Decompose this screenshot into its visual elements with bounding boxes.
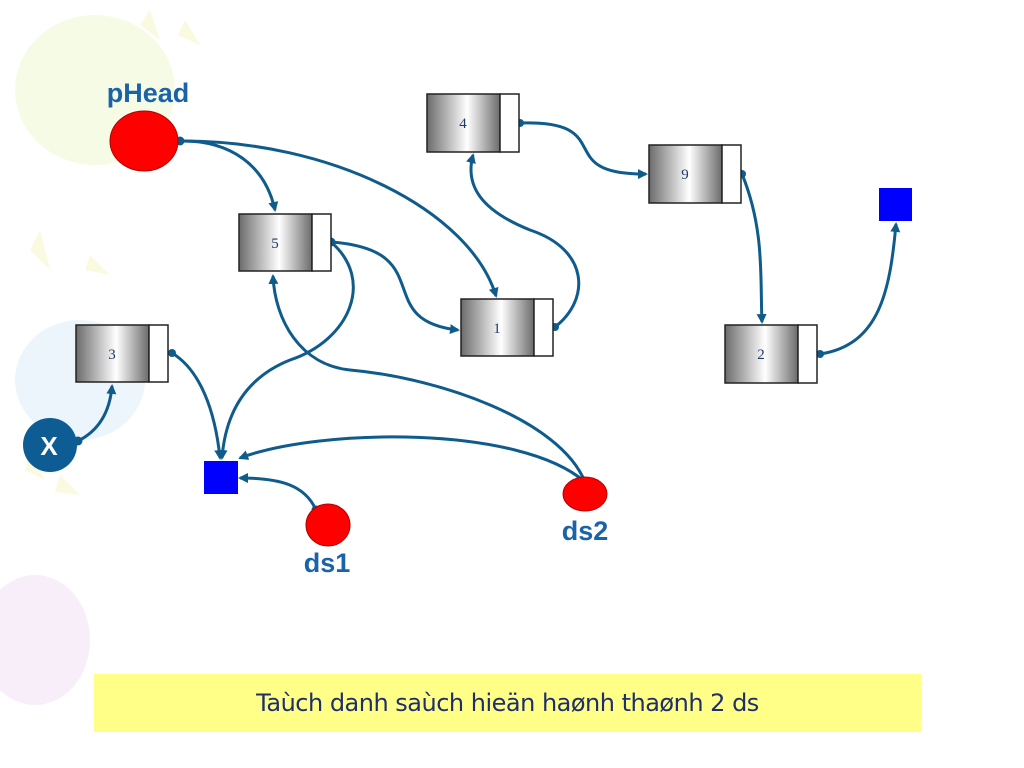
link-5-to-1 — [330, 240, 460, 335]
ds2-pointer — [562, 476, 608, 512]
node-data-box — [648, 144, 723, 204]
x-label: X — [40, 431, 58, 461]
link-ds1-to-null — [238, 473, 318, 511]
list-node: 2 — [724, 324, 818, 384]
list-node: 5 — [238, 213, 332, 272]
null-marker — [879, 188, 912, 221]
link-phead-to-5 — [179, 139, 279, 212]
x-pointer — [23, 418, 77, 472]
links — [77, 121, 901, 511]
ds1-label: ds1 — [304, 548, 351, 578]
link-9-to-2 — [740, 173, 767, 324]
confetti-rays-lower — [25, 450, 80, 495]
caption-text: Taùch danh saùch hieän haønh thaønh 2 ds — [256, 689, 759, 717]
node-pointer-box — [148, 324, 169, 383]
ds1-pointer — [305, 503, 351, 547]
link-phead-to-1 — [179, 139, 499, 298]
list-node: 3 — [75, 324, 169, 383]
link-5-to-null — [217, 240, 355, 460]
node-pointer-box — [311, 213, 332, 272]
null-marker — [204, 461, 238, 494]
list-node: 4 — [426, 93, 520, 153]
node-value: 4 — [459, 116, 467, 132]
node-pointer-box — [797, 324, 818, 384]
node-pointer-box — [499, 93, 520, 153]
ds2-label: ds2 — [562, 516, 609, 546]
node-value: 5 — [271, 236, 279, 252]
link-3-to-null — [171, 351, 225, 460]
link-ds2-to-5 — [268, 274, 587, 483]
node-value: 1 — [493, 321, 501, 337]
caption-bar: Taùch danh saùch hieän haønh thaønh 2 ds — [94, 674, 921, 732]
list-node: 9 — [648, 144, 742, 204]
dot-node-3 — [168, 349, 176, 357]
balloon-purple — [0, 575, 90, 705]
node-data-box — [75, 324, 150, 383]
node-value: 2 — [757, 347, 765, 363]
node-data-box — [460, 298, 535, 357]
dot-node-2 — [816, 350, 824, 358]
link-2-to-null — [819, 222, 901, 356]
link-ds2-to-null — [238, 435, 586, 484]
phead-label: pHead — [107, 78, 190, 108]
node-value: 3 — [108, 347, 116, 363]
confetti-rays — [30, 10, 200, 275]
node-pointer-box — [533, 298, 554, 357]
phead-pointer — [109, 110, 179, 172]
node-value: 9 — [681, 167, 689, 183]
link-4-to-9 — [519, 121, 648, 180]
link-x-to-3 — [77, 384, 117, 443]
node-pointer-box — [721, 144, 742, 204]
list-node: 1 — [460, 298, 554, 357]
link-1-to-4 — [466, 153, 581, 329]
